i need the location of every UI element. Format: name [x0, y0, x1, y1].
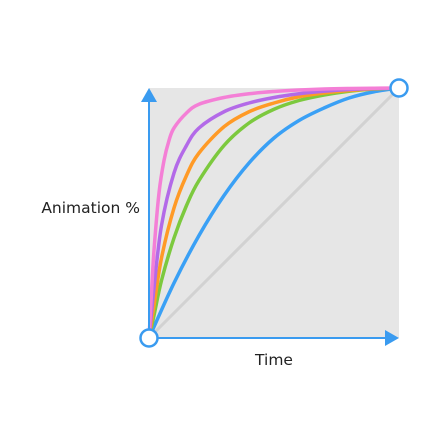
linear-reference-line: [147, 86, 401, 340]
series-curve-1: [147, 86, 401, 340]
y-axis-label: Animation %: [41, 199, 140, 217]
y-axis-arrow-icon: [141, 88, 157, 102]
series-group: [147, 86, 401, 340]
series-curve-5: [147, 86, 401, 340]
x-axis-arrow-icon: [385, 330, 399, 346]
start-point-marker: [139, 328, 159, 348]
x-axis-label: Time: [254, 351, 293, 369]
end-point-marker: [389, 78, 409, 98]
